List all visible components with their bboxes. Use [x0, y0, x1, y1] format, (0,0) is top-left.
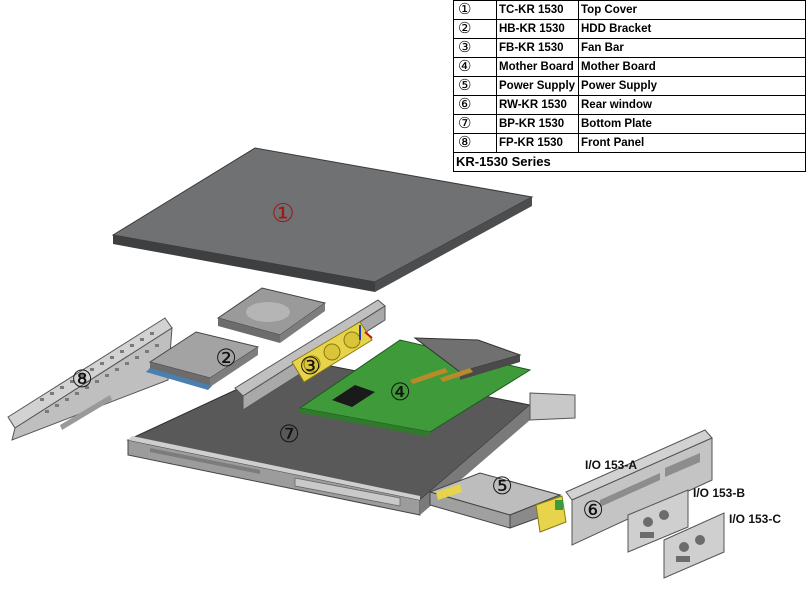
table-row: ⑤ Power Supply Power Supply — [453, 76, 806, 96]
io-label-c: I/O 153-C — [729, 512, 782, 526]
part-number: ⑥ — [453, 95, 497, 115]
top-cover: ① — [111, 147, 534, 292]
part-name: Bottom Plate — [578, 114, 806, 134]
io-label-b: I/O 153-B — [693, 486, 746, 500]
part-code: RW-KR 1530 — [496, 95, 579, 115]
table-row: ② HB-KR 1530 HDD Bracket — [453, 19, 806, 39]
marker-rear-window: ⑥ — [582, 496, 604, 524]
part-name: Rear window — [578, 95, 806, 115]
marker-top-cover: ① — [271, 199, 294, 229]
rear-window: ⑥ — [565, 429, 713, 546]
io-shield-b — [627, 489, 689, 553]
power-supply: ⑤ — [428, 472, 567, 533]
fan-bar: ③ — [234, 299, 386, 411]
part-name: Fan Bar — [578, 38, 806, 58]
io-label-a: I/O 153-A — [585, 458, 638, 472]
front-panel: ⑧ — [7, 317, 173, 441]
parts-table: ① TC-KR 1530 Top Cover ② HB-KR 1530 HDD … — [453, 0, 806, 172]
part-code: Power Supply — [496, 76, 579, 96]
table-row: KR-1530 Series — [453, 152, 806, 172]
part-number: ⑧ — [453, 133, 497, 153]
hdd-bracket: ② — [146, 287, 327, 390]
marker-bottom-plate: ⑦ — [278, 420, 300, 448]
table-row: ⑦ BP-KR 1530 Bottom Plate — [453, 114, 806, 134]
mother-board: ④ — [298, 337, 532, 437]
table-row: ③ FB-KR 1530 Fan Bar — [453, 38, 806, 58]
marker-fan-bar: ③ — [299, 352, 321, 380]
marker-power-supply: ⑤ — [491, 472, 513, 500]
marker-hdd-bracket: ② — [215, 344, 237, 372]
marker-mother-board: ④ — [389, 378, 411, 406]
part-code: BP-KR 1530 — [496, 114, 579, 134]
io-shield-c — [663, 512, 725, 579]
part-code: HB-KR 1530 — [496, 19, 579, 39]
series-title: KR-1530 Series — [453, 152, 806, 172]
table-row: ⑥ RW-KR 1530 Rear window — [453, 95, 806, 115]
part-number: ⑤ — [453, 76, 497, 96]
marker-front-panel: ⑧ — [71, 365, 93, 393]
